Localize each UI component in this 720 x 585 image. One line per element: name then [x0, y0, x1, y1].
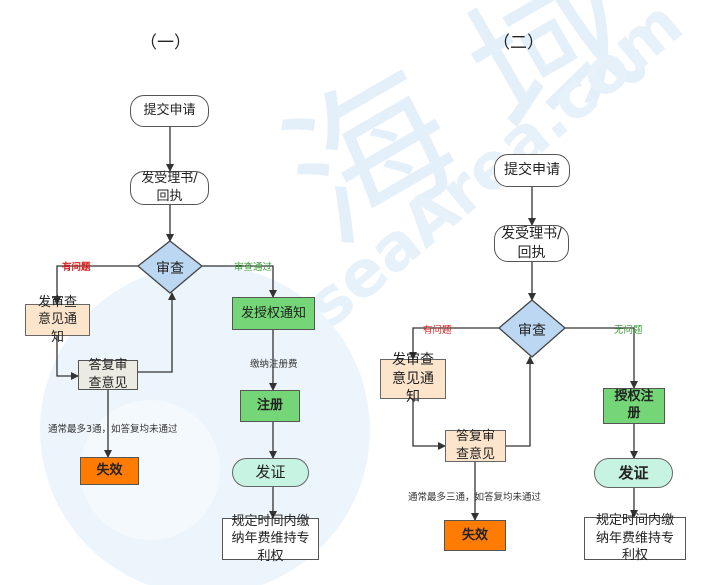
right-certificate-node: 发证	[594, 458, 673, 488]
right-annual-fee-node: 规定时间内缴纳年费维持专利权	[584, 513, 686, 563]
left-arrow-notice-reply	[56, 336, 79, 380]
right-arrow-review-notice	[409, 327, 499, 360]
right-arrow-reply-review	[506, 356, 534, 447]
left-fee-note: 缴纳注册费	[250, 359, 298, 370]
left-invalid-node: 失效	[80, 457, 139, 485]
right-notice-node: 发审查意见通知	[380, 352, 446, 405]
right-invalid-node: 失效	[444, 520, 506, 551]
left-limit-note: 通常最多3通，如答复均未通过	[48, 424, 178, 435]
right-limit-note: 通常最多三通，如答复均未通过	[408, 492, 542, 503]
right-pass-label: 无问题	[614, 325, 643, 336]
right-review-diamond	[498, 299, 566, 358]
left-submit-node: 提交申请	[130, 95, 209, 127]
left-register-node: 注册	[240, 390, 300, 422]
left-notice-node: 发审查意见通知	[25, 295, 90, 345]
left-review-label: 审查	[156, 261, 184, 277]
left-issue-label: 有问题	[62, 262, 91, 273]
right-submit-node: 提交申请	[494, 154, 570, 187]
left-title: （一）	[140, 33, 191, 53]
left-receipt-node: 发受理书/回执	[130, 171, 209, 205]
left-annual-fee-node: 规定时间内缴纳年费维持专利权	[222, 514, 319, 564]
right-issue-label: 有问题	[423, 325, 452, 336]
left-review-diamond	[136, 240, 204, 294]
right-grant-register-node: 授权注册	[603, 388, 665, 424]
left-arrow-review-grant	[202, 265, 277, 298]
right-title: （二）	[493, 33, 544, 53]
left-arrow-reply-review	[138, 292, 176, 373]
right-receipt-node: 发受理书/回执	[494, 225, 569, 262]
right-review-label: 审查	[518, 323, 546, 339]
left-certificate-node: 发证	[232, 458, 309, 487]
right-arrow-review-grant	[565, 327, 638, 389]
right-reply-node: 答复审查意见	[445, 429, 506, 462]
left-reply-node: 答复审查意见	[78, 358, 138, 391]
left-arrow-review-notice	[53, 265, 138, 305]
left-grant-notice-node: 发授权通知	[232, 297, 315, 330]
left-pass-label: 审查通过	[234, 262, 273, 273]
right-arrow-notice-reply	[412, 399, 446, 450]
